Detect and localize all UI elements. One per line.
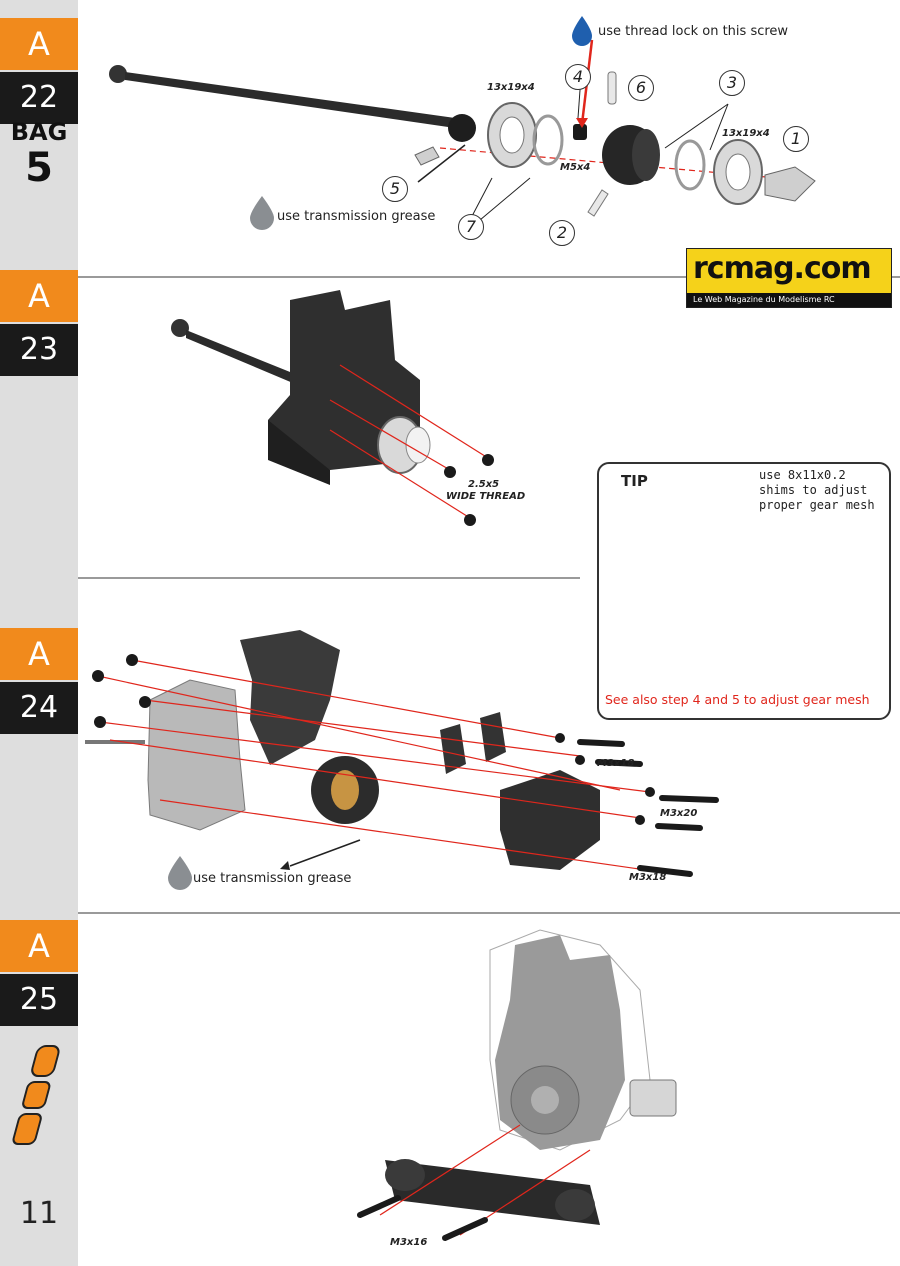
bearing-left <box>487 102 537 168</box>
step-number-24: 24 <box>0 682 78 734</box>
screw-size-m3x18-bottom: M3x18 <box>629 872 667 883</box>
bag-number: 5 <box>25 145 53 191</box>
gearbox-25 <box>489 929 677 1151</box>
gearbox-24 <box>85 630 600 870</box>
model-811-logo <box>12 1045 60 1145</box>
step-letter-23: A <box>0 270 78 322</box>
tip-shim-note: use 8x11x0.2 shims to adjust proper gear… <box>759 468 875 512</box>
step-number-23: 23 <box>0 324 78 376</box>
rcmag-watermark: rcmag.com Le Web Magazine du Modelisme R… <box>686 248 892 308</box>
grease-drop-icon <box>250 196 274 230</box>
bearing-size-left: 13x19x4 <box>487 82 535 93</box>
driveshaft-22 <box>109 65 476 166</box>
step-letter-24: A <box>0 628 78 680</box>
divider-23-24 <box>78 577 580 579</box>
bearing-right <box>713 139 763 205</box>
bag-indicator: BAG 5 <box>0 118 78 190</box>
grease-drop-icon-24 <box>168 856 192 890</box>
callout-3: 3 <box>719 70 745 96</box>
drive-cup <box>602 125 660 185</box>
grease-note-22: use transmission grease <box>277 209 436 224</box>
lower-mount-25 <box>385 1159 600 1225</box>
screw-size-m3x18-top: M3x18 <box>597 758 635 769</box>
thread-lock-note: use thread lock on this screw <box>598 24 789 39</box>
callout-7: 7 <box>458 214 484 240</box>
screw-size-m3x16: M3x16 <box>390 1237 428 1248</box>
bearing-size-right: 13x19x4 <box>722 128 770 139</box>
callout-1: 1 <box>783 126 809 152</box>
screw-size-2-5x5: 2.5x5 <box>468 479 500 490</box>
tip-box: TIP use 8x11x0.2 shims to adjust proper … <box>597 462 891 720</box>
callout-4: 4 <box>565 64 591 90</box>
wide-thread-note: WIDE THREAD <box>446 491 526 502</box>
step-number-25: 25 <box>0 974 78 1026</box>
callout-6: 6 <box>628 75 654 101</box>
step-letter-22: A <box>0 18 78 70</box>
callout-2: 2 <box>549 220 575 246</box>
screw-size-m3x20: M3x20 <box>660 808 698 819</box>
thread-lock-drop-icon <box>572 16 592 46</box>
grease-note-24: use transmission grease <box>193 871 352 886</box>
divider-22-23 <box>78 276 900 278</box>
gearbox-23 <box>171 290 431 485</box>
rcmag-name: rcmag.com <box>693 251 872 286</box>
page-number: 11 <box>19 1196 59 1231</box>
callout-5: 5 <box>382 176 408 202</box>
step-letter-25: A <box>0 920 78 972</box>
tip-see-also: See also step 4 and 5 to adjust gear mes… <box>605 692 870 707</box>
rcmag-tagline: Le Web Magazine du Modelisme RC <box>687 293 891 307</box>
tip-title: TIP <box>621 472 648 490</box>
divider-24-25 <box>78 912 900 914</box>
screw-size-m5x4: M5x4 <box>560 162 591 173</box>
step-number-22: 22 <box>0 72 78 124</box>
bag-word: BAG <box>10 118 68 146</box>
